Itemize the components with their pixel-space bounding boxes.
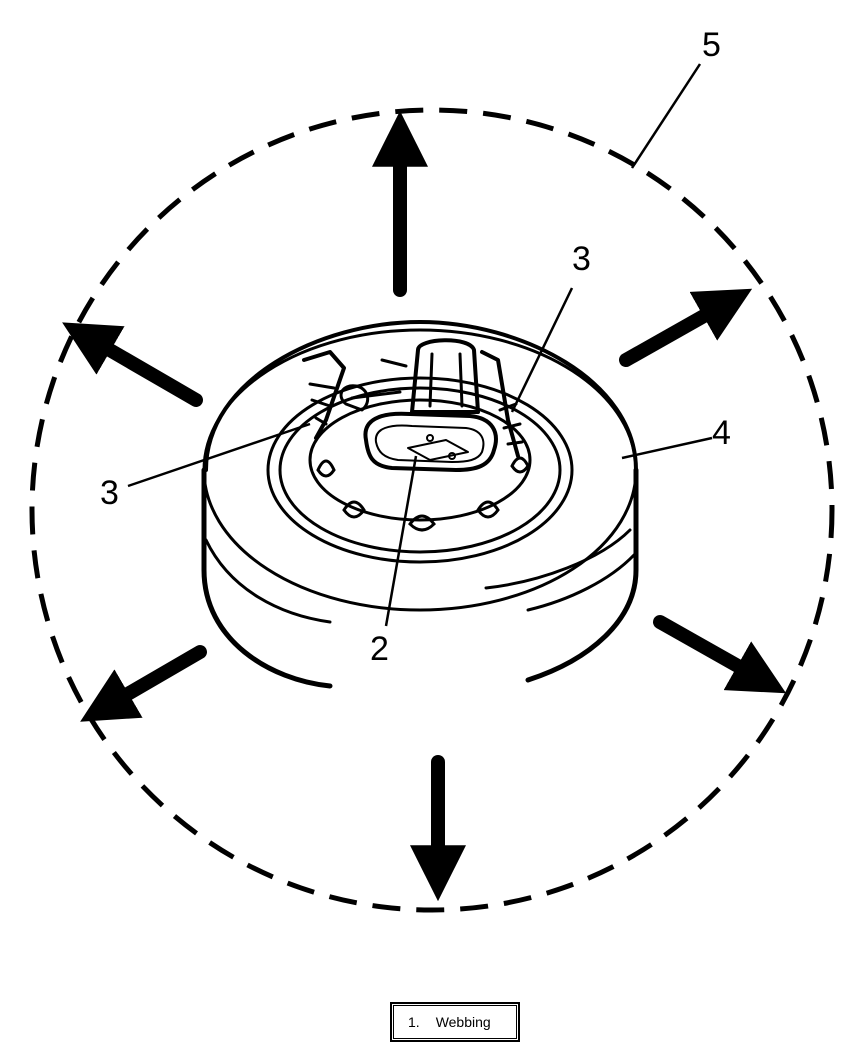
webbing-strap-icon xyxy=(302,338,524,472)
callout-3-left: 3 xyxy=(100,474,119,512)
arrow-up-left-icon xyxy=(62,322,203,407)
callout-3-right: 3 xyxy=(572,240,591,278)
arrow-down-left-icon xyxy=(80,645,207,722)
callout-5: 5 xyxy=(702,26,721,64)
arrow-down-right-icon xyxy=(653,615,787,694)
callout-4: 4 xyxy=(712,414,731,452)
leader-lines xyxy=(127,63,713,627)
legend-box: 1. Webbing xyxy=(390,1002,520,1042)
legend-text: Webbing xyxy=(435,1014,491,1030)
outward-arrows xyxy=(62,110,787,902)
legend-entry: 1. Webbing xyxy=(393,1005,517,1039)
arrow-up-right-icon xyxy=(619,288,753,367)
callout-2: 2 xyxy=(370,630,389,668)
boundary-circle xyxy=(29,107,835,913)
tire-icon xyxy=(201,319,639,689)
legend-number: 1. xyxy=(408,1014,420,1030)
